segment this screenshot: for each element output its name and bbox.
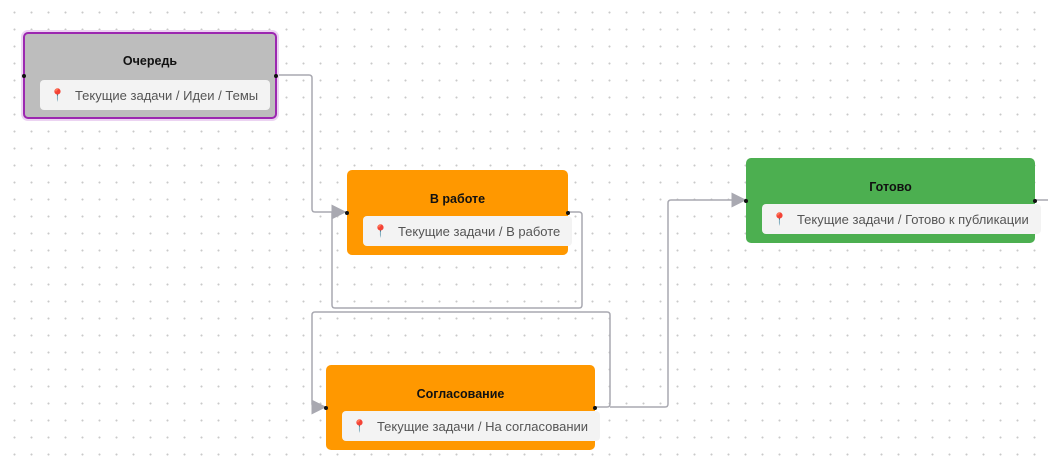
pin-icon: 📍 [50,88,65,102]
path-label: Текущие задачи / В работе [397,223,561,239]
input-port[interactable] [324,405,328,410]
edge-approval-to-approval[interactable] [311,311,611,415]
output-port[interactable] [274,73,278,78]
pin-icon: 📍 [373,224,388,238]
edge-queue-to-in-progress[interactable] [276,74,347,220]
node-title: В работе [429,192,486,206]
path-chip: 📍 Текущие задачи / В работе [363,216,573,246]
node-in-progress[interactable]: В работе 📍 Текущие задачи / В работе [345,170,573,255]
output-port[interactable] [1033,198,1037,203]
output-port[interactable] [566,210,570,215]
path-label: Текущие задачи / Идеи / Темы [74,87,259,103]
node-done[interactable]: Готово 📍 Текущие задачи / Готово к публик… [744,158,1041,243]
output-port[interactable] [593,405,597,410]
node-title: Очередь [122,54,178,68]
node-queue[interactable]: Очередь 📍 Текущие задачи / Идеи / Темы [22,32,278,119]
node-title: Согласование [416,387,505,401]
input-port[interactable] [22,73,26,78]
path-label: Текущие задачи / Готово к публикации [796,211,1029,227]
input-port[interactable] [744,198,748,203]
pin-icon: 📍 [772,212,787,226]
path-chip: 📍 Текущие задачи / Идеи / Темы [40,80,271,110]
input-port[interactable] [345,210,349,215]
path-chip: 📍 Текущие задачи / На согласовании [342,411,601,441]
pin-icon: 📍 [352,419,367,433]
node-approval[interactable]: Согласование 📍 Текущие задачи / На соглас… [324,365,601,450]
edge-approval-to-done[interactable] [610,192,747,408]
edge-in-progress-loop[interactable] [331,211,583,309]
node-title: Готово [869,180,912,194]
path-chip: 📍 Текущие задачи / Готово к публикации [762,204,1041,234]
path-label: Текущие задачи / На согласовании [376,418,589,434]
